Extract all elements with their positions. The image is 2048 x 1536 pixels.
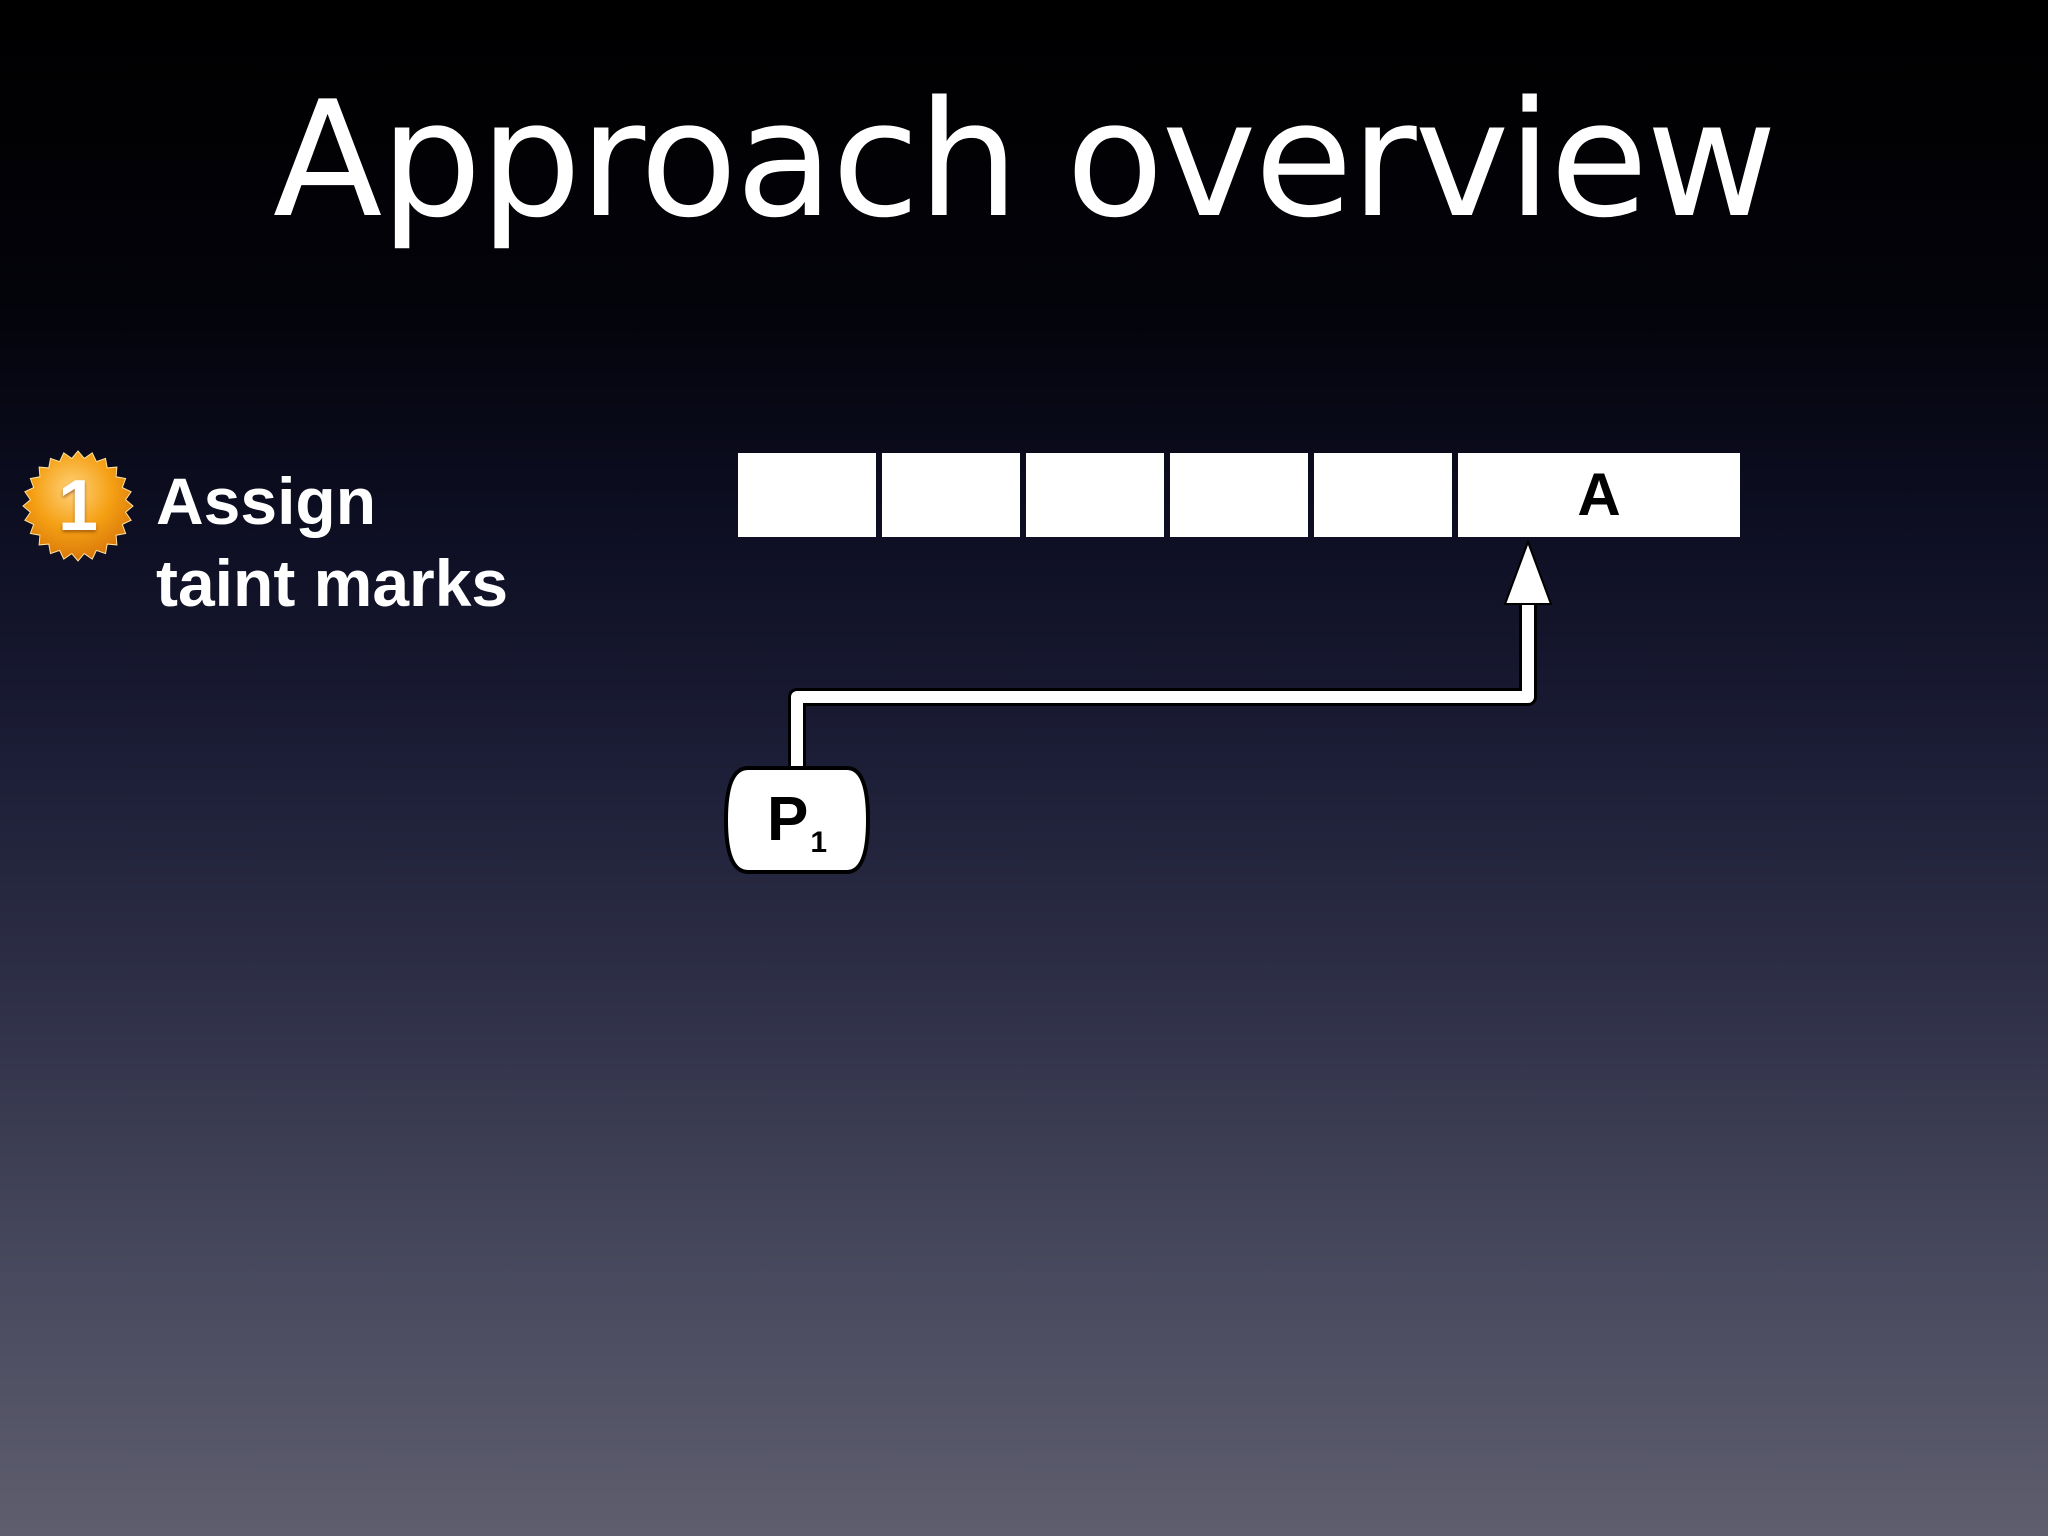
- memory-cell-label-a: A: [1577, 461, 1621, 528]
- memory-cell: [1170, 453, 1308, 537]
- step-label-line1: Assign: [156, 464, 377, 538]
- step-label-line2: taint marks: [156, 546, 509, 620]
- slide-title: Approach overview: [272, 66, 1777, 253]
- taint-flow-arrow-line: [788, 591, 1537, 777]
- step-label: Assign taint marks: [156, 460, 508, 624]
- memory-cell: [1314, 453, 1452, 537]
- memory-cell: [1026, 453, 1164, 537]
- taint-flow-arrow-line-inner: [791, 594, 1534, 774]
- memory-array: [738, 453, 1740, 537]
- process-subscript: 1: [810, 826, 828, 859]
- starburst-badge-icon: [22, 450, 134, 562]
- step-number: 1: [57, 466, 99, 546]
- memory-cell: [738, 453, 876, 537]
- process-cylinder: [723, 766, 871, 874]
- process-label: P1: [728, 770, 866, 870]
- step-number-badge: 1: [22, 450, 134, 562]
- memory-cell: [882, 453, 1020, 537]
- process-name: P: [766, 785, 809, 854]
- taint-flow-arrowhead: [1503, 539, 1553, 605]
- memory-cell: [1458, 453, 1740, 537]
